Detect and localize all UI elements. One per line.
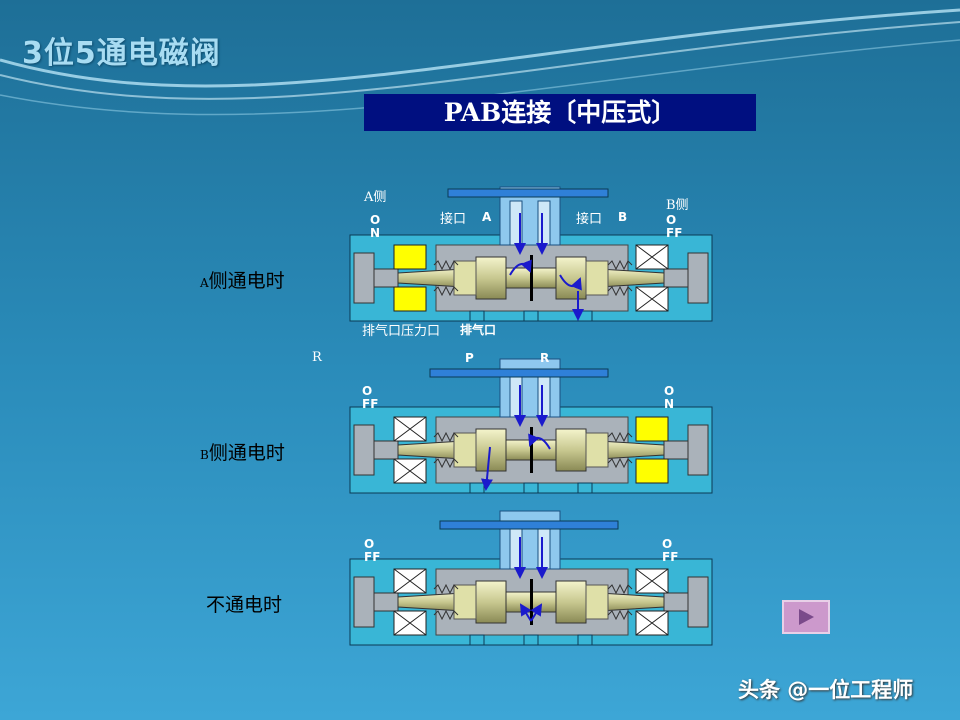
valve-row-3 (349, 510, 713, 646)
exhaust-bold-label: 排气口 (460, 323, 497, 337)
row-1-label-main: 侧通电时 (208, 270, 285, 292)
row-3-label: 不通电时 (206, 590, 282, 617)
port-b-letter: B (618, 210, 628, 224)
row-1-left-state: ON (370, 213, 381, 240)
diagram-subtitle-banner: PAB连接〔中压式〕 (364, 94, 756, 131)
row-3-left-state: OFF (364, 537, 381, 564)
port-b-text: 接口 (576, 212, 603, 227)
next-slide-button[interactable] (782, 600, 830, 634)
row-1-label: A侧通电时 (200, 266, 285, 293)
play-triangle-icon (799, 609, 814, 625)
row-2-label: B侧通电时 (200, 438, 285, 465)
row-2-label-prefix: B (200, 448, 209, 462)
valve-row-1 (349, 186, 713, 322)
port-a-letter: A (482, 210, 492, 224)
p-port-label: P (465, 351, 474, 365)
exhaust-pressure-label: 排气口压力口 (362, 324, 441, 339)
row-1-label-prefix: A (200, 276, 209, 290)
row-1-right-state: OFF (666, 213, 683, 240)
r-port-left: R (312, 350, 322, 365)
b-side-label: B侧 (666, 198, 689, 213)
row-2-right-state: ON (664, 384, 675, 411)
watermark: 头条 @一位工程师 (738, 678, 914, 702)
port-a-text: 接口 (440, 212, 467, 227)
a-side-label: A侧 (364, 190, 387, 205)
valve-row-2 (349, 358, 713, 494)
r-port-right: R (540, 351, 550, 365)
row-2-label-main: 侧通电时 (208, 442, 285, 464)
row-2-left-state: OFF (362, 384, 379, 411)
row-3-label-main: 不通电时 (206, 594, 283, 616)
slide-title: 3位5通电磁阀 (22, 36, 221, 71)
row-3-right-state: OFF (662, 537, 679, 564)
